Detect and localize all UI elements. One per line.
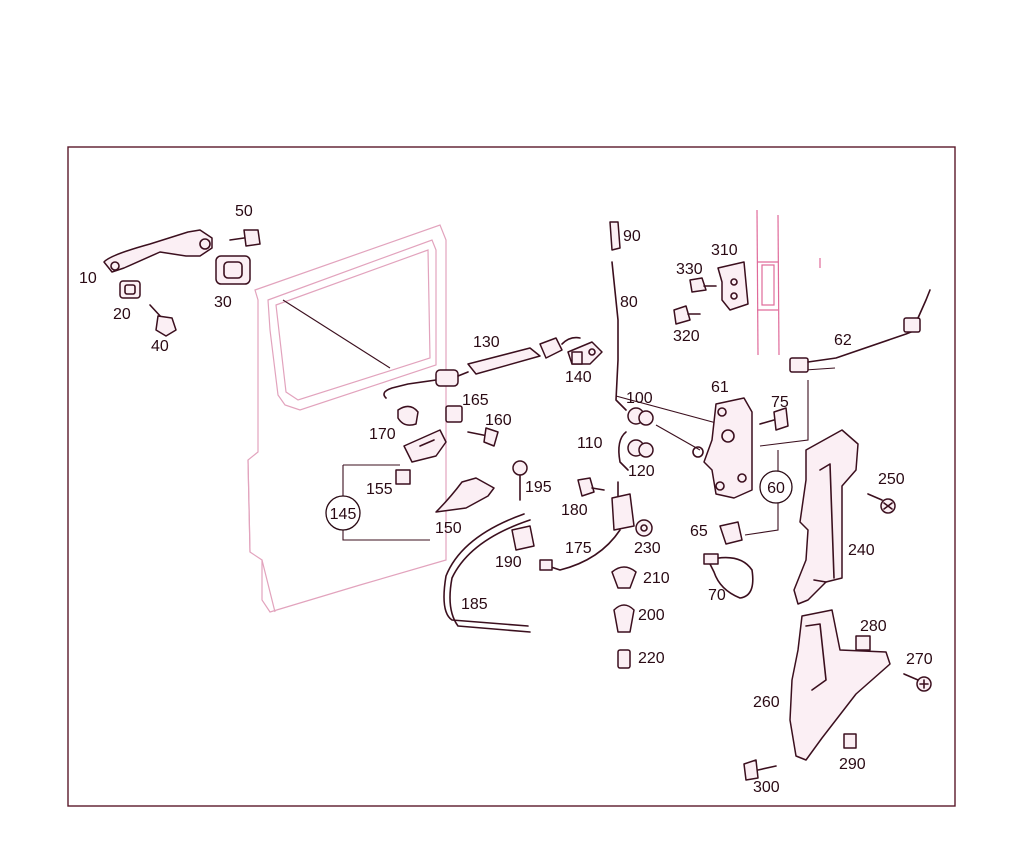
diagram-frame (67, 146, 956, 807)
label-62: 62 (834, 332, 852, 349)
label-330: 330 (676, 261, 703, 278)
bolt-330 (689, 277, 717, 293)
clip-190 (511, 525, 535, 551)
label-170: 170 (369, 426, 396, 443)
linkage-rod-130 (383, 336, 581, 399)
label-65: 65 (690, 523, 708, 540)
label-20: 20 (113, 306, 131, 323)
panel-260 (789, 609, 891, 761)
label-310: 310 (711, 242, 738, 259)
bushing-120 (627, 439, 654, 458)
screw-50 (229, 229, 261, 247)
label-150: 150 (435, 520, 462, 537)
callout-60: 60 (759, 470, 793, 504)
label-300: 300 (753, 779, 780, 796)
door-outline (247, 224, 447, 613)
screw-250 (867, 493, 896, 514)
screw-160 (467, 427, 499, 447)
label-200: 200 (638, 607, 665, 624)
striker-310 (717, 261, 749, 311)
inside-handle (403, 429, 447, 463)
door-lock-61 (692, 397, 753, 499)
label-210: 210 (643, 570, 670, 587)
actuator-175 (539, 481, 635, 571)
clip-110 (618, 431, 629, 471)
label-50: 50 (235, 203, 253, 220)
bolt-180 (577, 477, 605, 497)
rod-80 (611, 261, 627, 411)
clip-140 (567, 341, 603, 365)
handle-trim-150 (435, 477, 495, 513)
label-270: 270 (906, 651, 933, 668)
label-130: 130 (473, 334, 500, 351)
label-120: 120 (628, 463, 655, 480)
rod-90 (609, 221, 621, 251)
screw-300 (743, 759, 777, 781)
screw-270 (903, 673, 932, 692)
label-110: 110 (577, 435, 603, 452)
cable-62 (789, 289, 931, 373)
label-240: 240 (848, 542, 875, 559)
label-160: 160 (485, 412, 512, 429)
label-220: 220 (638, 650, 665, 667)
label-230: 230 (634, 540, 661, 557)
label-90: 90 (623, 228, 641, 245)
panel-240 (793, 429, 859, 605)
bolt-320 (673, 305, 701, 325)
screw-195 (512, 460, 528, 501)
clip-290 (843, 733, 857, 749)
label-40: 40 (151, 338, 169, 355)
label-61: 61 (711, 379, 729, 396)
label-175: 175 (565, 540, 592, 557)
stopper-210 (611, 566, 637, 589)
part-labels: 10 20 30 40 50 130 140 165 160 170 155 1… (79, 203, 933, 796)
bolt-40 (149, 304, 177, 337)
label-250: 250 (878, 471, 905, 488)
label-190: 190 (495, 554, 522, 571)
strap-185 (443, 513, 531, 633)
bushing-170 (397, 405, 419, 426)
label-70: 70 (708, 587, 726, 604)
clip-280 (855, 635, 871, 651)
callout-145-label: 145 (330, 506, 357, 523)
bolt-220 (617, 649, 631, 669)
label-260: 260 (753, 694, 780, 711)
label-30: 30 (214, 294, 232, 311)
label-80: 80 (620, 294, 638, 311)
label-185: 185 (461, 596, 488, 613)
label-195: 195 (525, 479, 552, 496)
label-10: 10 (79, 270, 97, 287)
bushing-100 (627, 407, 654, 426)
label-165: 165 (462, 392, 489, 409)
callout-60-label: 60 (767, 480, 785, 497)
clip-65 (719, 521, 743, 545)
label-75: 75 (771, 394, 789, 411)
callout-145: 145 (325, 495, 361, 531)
handle-gasket-large (215, 255, 251, 285)
clip-155 (395, 469, 411, 485)
label-155: 155 (366, 481, 393, 498)
grommet-230 (635, 519, 653, 537)
outside-door-handle (103, 229, 213, 273)
label-140: 140 (565, 369, 592, 386)
handle-gasket-small (119, 280, 141, 299)
label-100: 100 (626, 390, 653, 407)
screw-75 (759, 407, 789, 431)
label-180: 180 (561, 502, 588, 519)
pillar-outline (756, 209, 821, 356)
label-280: 280 (860, 618, 887, 635)
label-290: 290 (839, 756, 866, 773)
label-320: 320 (673, 328, 700, 345)
clip-165 (445, 405, 463, 423)
stopper-200 (613, 604, 635, 633)
strap-70 (703, 553, 754, 599)
